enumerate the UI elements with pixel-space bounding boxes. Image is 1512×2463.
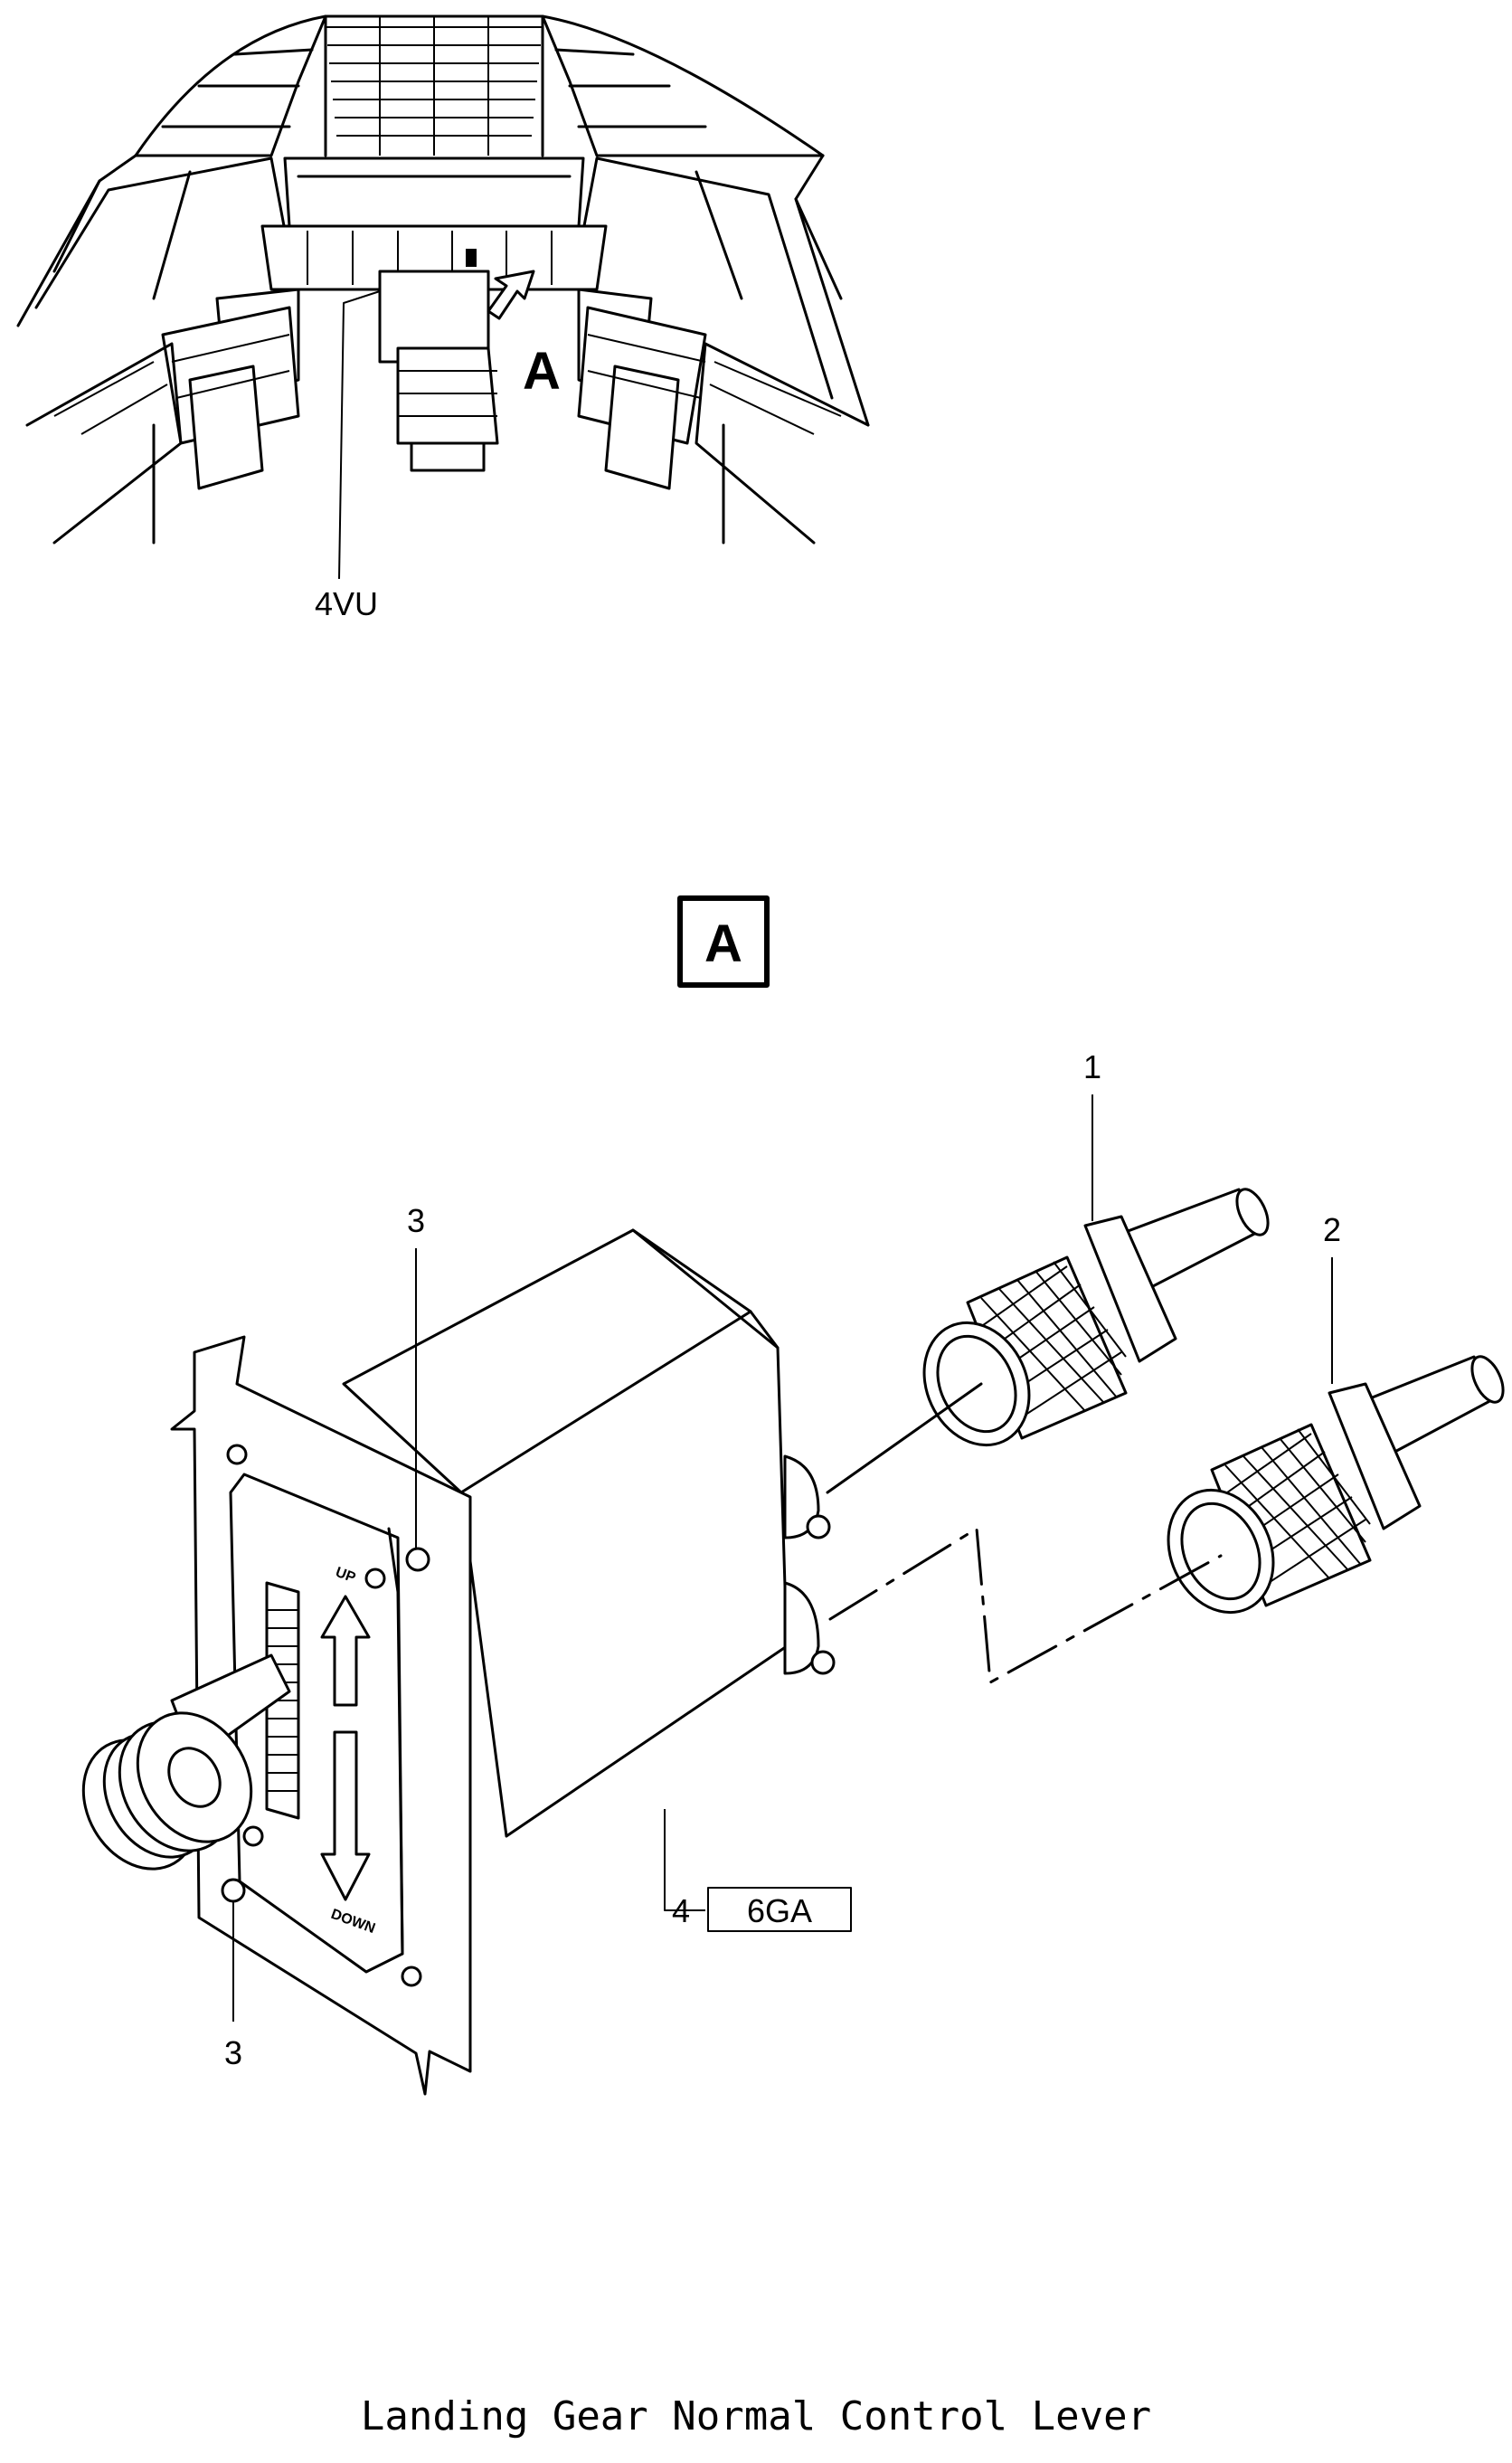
connector-1-link-line — [826, 1382, 983, 1494]
connector-2-link-line — [828, 1527, 1223, 1684]
windshield-center-frames — [326, 16, 543, 156]
control-lever-unit-drawing — [81, 1228, 836, 2096]
view-a-title: A — [704, 914, 742, 973]
item-1-label: 1 — [1083, 1048, 1101, 1085]
figure-caption: Landing Gear Normal Control Lever — [360, 2393, 1152, 2439]
connector-1-knurl — [976, 1261, 1127, 1421]
connector-1-drawing — [922, 1188, 1270, 1447]
item-2-label: 2 — [1323, 1211, 1341, 1248]
up-arrow-icon — [320, 1595, 371, 1707]
view-a-arrow-icon — [487, 270, 535, 320]
connector-2-drawing — [1167, 1355, 1505, 1615]
lever-knob — [81, 1711, 253, 1871]
item-3-upper-label: 3 — [407, 1202, 425, 1239]
item-4-label: 4 — [672, 1892, 690, 1929]
fin-code-box — [707, 1887, 852, 1932]
cockpit-overview-drawing — [16, 14, 870, 580]
view-a-title-box — [677, 895, 770, 988]
connector-2-knurl — [1220, 1428, 1371, 1588]
down-arrow-icon — [320, 1730, 371, 1901]
panel-label-4vu: 4VU — [315, 585, 378, 622]
view-a-marker: A — [523, 342, 561, 401]
fin-code-label: 6GA — [747, 1892, 812, 1929]
plate-up-label: UP — [334, 1565, 358, 1587]
item-3-lower-label: 3 — [224, 2034, 242, 2071]
